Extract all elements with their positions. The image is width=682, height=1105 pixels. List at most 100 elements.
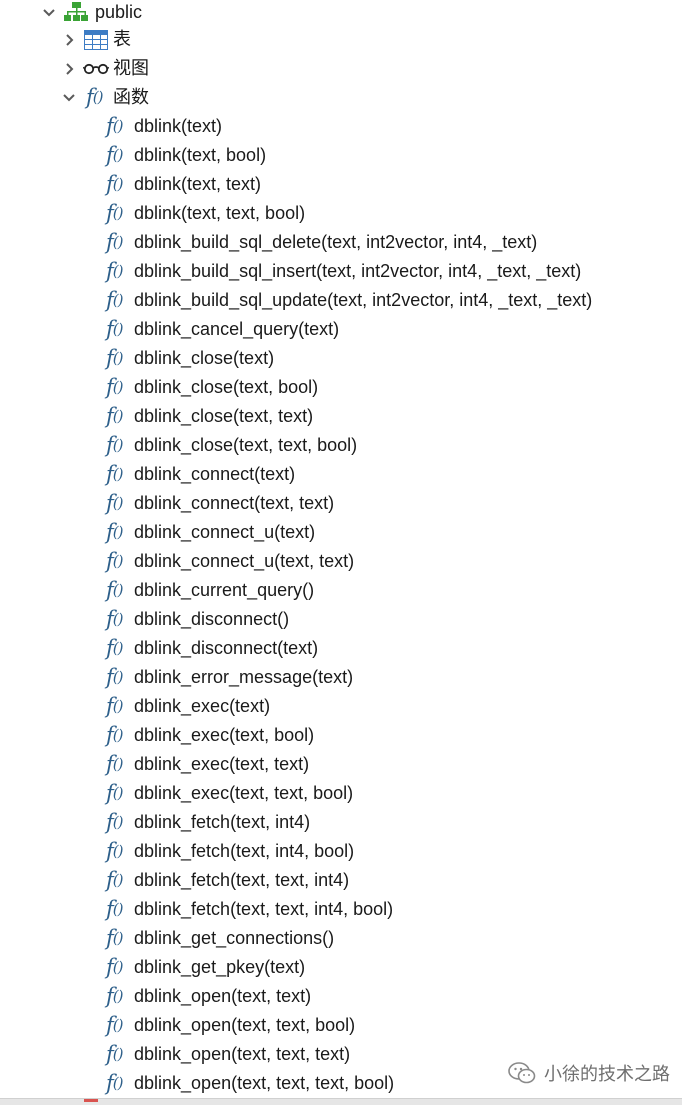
function-item[interactable]: f() dblink(text, text, bool) — [0, 199, 682, 228]
function-item-label: dblink_exec(text, bool) — [134, 725, 315, 745]
function-item-label: dblink_open(text, text, bool) — [134, 1015, 356, 1035]
function-item-label: dblink(text, text) — [134, 174, 262, 194]
function-icon: f() — [106, 810, 123, 834]
function-item-label: dblink(text, text, bool) — [134, 203, 306, 223]
function-item[interactable]: f()dblink_current_query() — [0, 576, 682, 605]
function-icon: f() — [106, 230, 123, 254]
chevron-right-icon[interactable] — [61, 25, 79, 54]
tree-node-label: 视图 — [113, 58, 149, 78]
function-item-label: dblink_get_connections() — [134, 928, 335, 948]
function-icon: f() — [106, 1013, 123, 1037]
function-item[interactable]: f() dblink(text, text) — [0, 170, 682, 199]
function-item-label: dblink_fetch(text, text, int4, bool) — [134, 899, 394, 919]
function-item-label: dblink_open(text, text, text, bool) — [134, 1073, 395, 1093]
function-item-label: dblink_connect(text) — [134, 464, 296, 484]
function-item[interactable]: f()dblink_connect(text, text) — [0, 489, 682, 518]
function-item[interactable]: f()dblink_error_message(text) — [0, 663, 682, 692]
function-item[interactable]: f() dblink_exec(text) — [0, 692, 682, 721]
function-item-label: dblink_error_message(text) — [134, 667, 354, 687]
function-item-label: dblink_close(text) — [134, 348, 275, 368]
function-item-label: dblink_close(text, bool) — [134, 377, 319, 397]
function-item[interactable]: f() dblink_build_sql_delete(text, int2vec… — [0, 228, 682, 257]
tree-node-public[interactable]: public — [0, 0, 682, 25]
function-icon: f() — [106, 1071, 123, 1095]
function-list: f()dblink(text)f()dblink(text, bool)f()d… — [0, 112, 682, 1098]
function-item[interactable]: f() dblink_close(text, text) — [0, 402, 682, 431]
function-item[interactable]: f() dblink_open(text, text, text) — [0, 1040, 682, 1069]
function-icon: f() — [106, 868, 123, 892]
function-item[interactable]: f()dblink_close(text, bool) — [0, 373, 682, 402]
chevron-right-icon[interactable] — [61, 54, 79, 83]
function-item[interactable]: f()dblink_fetch(text, text, int4, bool) — [0, 895, 682, 924]
function-icon: f() — [106, 520, 123, 544]
function-item-label: dblink_build_sql_delete(text, int2vector… — [134, 232, 538, 252]
function-icon: f() — [106, 491, 123, 515]
function-item-label: dblink_open(text, text, text) — [134, 1044, 351, 1064]
function-item-label: dblink_open(text, text) — [134, 986, 312, 1006]
function-icon: f() — [106, 462, 123, 486]
function-icon: f() — [106, 549, 123, 573]
function-item-label: dblink_exec(text, text) — [134, 754, 310, 774]
function-item-label: dblink_build_sql_update(text, int2vector… — [134, 290, 593, 310]
function-icon: f() — [106, 984, 123, 1008]
function-item[interactable]: f() dblink_build_sql_update(text, int2vec… — [0, 286, 682, 315]
function-icon: f() — [106, 346, 123, 370]
function-item-label: dblink_build_sql_insert(text, int2vector… — [134, 261, 582, 281]
function-icon: f() — [106, 607, 123, 631]
horizontal-scrollbar[interactable] — [0, 1098, 682, 1105]
function-icon: f() — [106, 172, 123, 196]
function-icon: f() — [106, 694, 123, 718]
function-item[interactable]: f() dblink_connect(text) — [0, 460, 682, 489]
function-item[interactable]: f()dblink_get_pkey(text) — [0, 953, 682, 982]
function-icon: f() — [106, 143, 123, 167]
function-item-label: dblink_fetch(text, text, int4) — [134, 870, 350, 890]
function-icon: f() — [106, 433, 123, 457]
function-icon: f() — [106, 288, 123, 312]
tree-node-label: 函数 — [113, 87, 149, 107]
function-icon: f() — [106, 114, 123, 138]
function-item[interactable]: f() dblink(text, bool) — [0, 141, 682, 170]
tree-node-tables[interactable]: 表 — [0, 25, 682, 54]
function-item-label: dblink_connect_u(text, text) — [134, 551, 355, 571]
function-item[interactable]: f()dblink_connect_u(text) — [0, 518, 682, 547]
function-icon: f() — [106, 317, 123, 341]
table-icon — [84, 25, 108, 54]
function-icon: f() — [106, 404, 123, 428]
watermark-text: 小徐的技术之路 — [544, 1064, 670, 1084]
function-item[interactable]: f()dblink_disconnect(text) — [0, 634, 682, 663]
function-item[interactable]: f()dblink_exec(text, text) — [0, 750, 682, 779]
function-item-label: dblink_disconnect() — [134, 609, 290, 629]
function-icon: f() — [106, 201, 123, 225]
chevron-down-icon[interactable] — [40, 0, 58, 25]
function-item-label: dblink_fetch(text, int4, bool) — [134, 841, 355, 861]
function-item[interactable]: f() dblink_close(text) — [0, 344, 682, 373]
function-item-label: dblink_exec(text) — [134, 696, 271, 716]
function-item[interactable]: f()dblink_exec(text, bool) — [0, 721, 682, 750]
function-item[interactable]: f() dblink_connect_u(text, text) — [0, 547, 682, 576]
function-item[interactable]: f() dblink_build_sql_insert(text, int2vec… — [0, 257, 682, 286]
function-item-label: dblink_close(text, text) — [134, 406, 314, 426]
function-item[interactable]: f()dblink(text) — [0, 112, 682, 141]
chevron-down-icon[interactable] — [60, 83, 78, 112]
function-item[interactable]: f()dblink_fetch(text, int4, bool) — [0, 837, 682, 866]
function-item[interactable]: f()dblink_close(text, text, bool) — [0, 431, 682, 460]
function-item-label: dblink(text, bool) — [134, 145, 267, 165]
glasses-icon — [83, 54, 109, 83]
function-item[interactable]: f()dblink_fetch(text, int4) — [0, 808, 682, 837]
function-item[interactable]: f() dblink_open(text, text, text, bool) — [0, 1069, 682, 1098]
tree-node-functions[interactable]: f() 函数 — [0, 83, 682, 112]
tree-node-views[interactable]: 视图 — [0, 54, 682, 83]
function-item[interactable]: f() dblink_open(text, text) — [0, 982, 682, 1011]
scrollbar-marker — [84, 1099, 98, 1102]
function-item[interactable]: f() dblink_open(text, text, bool) — [0, 1011, 682, 1040]
watermark: 小徐的技术之路 — [508, 1058, 670, 1088]
function-item[interactable]: f() dblink_disconnect() — [0, 605, 682, 634]
tree-node-label: 表 — [113, 29, 131, 49]
function-item[interactable]: f()dblink_cancel_query(text) — [0, 315, 682, 344]
function-item[interactable]: f() dblink_fetch(text, text, int4) — [0, 866, 682, 895]
function-item[interactable]: f()dblink_exec(text, text, bool) — [0, 779, 682, 808]
function-icon: f() — [106, 259, 123, 283]
function-item[interactable]: f()dblink_get_connections() — [0, 924, 682, 953]
function-icon: f() — [106, 1042, 123, 1066]
function-icon: f() — [106, 636, 123, 660]
